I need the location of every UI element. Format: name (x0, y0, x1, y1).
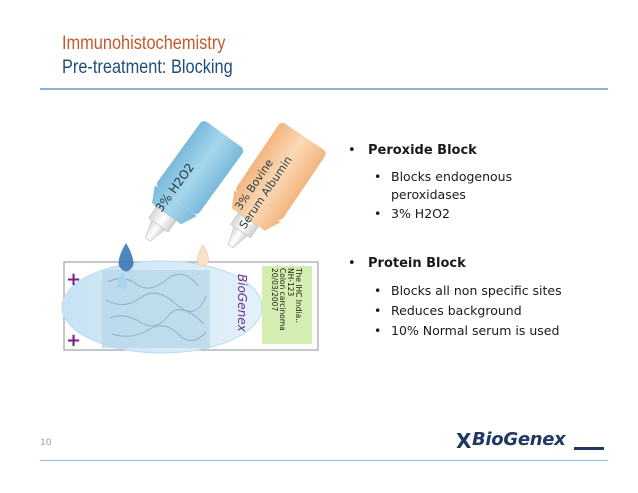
bullet-protein-block: • Protein Block (348, 256, 466, 271)
cream-droplet (197, 244, 209, 267)
slide-text-line: NH-123 (286, 268, 295, 296)
plus-sign: + (66, 269, 81, 290)
bullet-dot: • (374, 303, 382, 318)
bullet-dot: • (374, 283, 382, 298)
h2o2-dropper-bottle (144, 121, 244, 242)
light-droplet (117, 272, 128, 290)
bullet-dot: • (374, 206, 382, 221)
logo-mark: X (456, 429, 472, 453)
bullet-label: Peroxide Block (368, 143, 477, 158)
bullet-dot: • (374, 169, 382, 184)
sub-bullet: •Reduces background (374, 303, 522, 318)
blue-droplet (118, 243, 134, 272)
sub-bullet: •Blocks all non specific sites (374, 283, 562, 298)
sub-bullet-continuation: peroxidases (391, 187, 466, 202)
bullet-label: Protein Block (368, 256, 466, 271)
slide-title: Immunohistochemistry (62, 33, 226, 54)
sub-bullet: •Blocks endogenous (374, 169, 513, 184)
bullet-dot: • (374, 323, 382, 338)
logo-underline (574, 447, 604, 450)
sub-bullet: •3% H2O2 (374, 206, 450, 221)
slide-text-line: Colon carcinoma (278, 268, 287, 331)
sub-bullet: •10% Normal serum is used (374, 323, 560, 338)
title-divider (40, 88, 608, 90)
slide-label-area (262, 266, 312, 344)
bullet-peroxide-block: • Peroxide Block (348, 143, 477, 158)
plus-sign: + (66, 330, 81, 351)
bullet-dot: • (348, 256, 356, 271)
bullet-dot: • (348, 143, 356, 158)
page-number: 10 (40, 438, 52, 448)
biogenex-logo: X BioGenex (456, 429, 606, 455)
slide-text-line: The IHC India.. (294, 267, 303, 323)
slide-text-line: 20/03/2007 (270, 268, 279, 311)
slide-subtitle: Pre-treatment: Blocking (62, 57, 233, 78)
bsa-dropper-bottle (227, 122, 326, 249)
slide-brand-text: BioGenex (235, 274, 249, 333)
footer-divider (40, 460, 608, 461)
logo-name: BioGenex (472, 429, 566, 450)
